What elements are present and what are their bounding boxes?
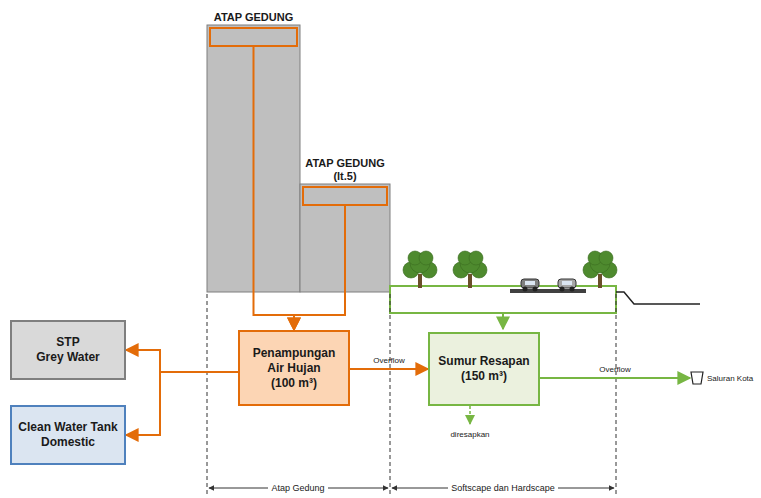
city-drain: Saluran Kota [690,370,753,386]
road [510,289,586,293]
node-title: ATAP GEDUNG [208,11,300,25]
infiltration-label: diresapkan [450,430,489,439]
flow-connector [126,350,238,372]
node-title: STP [56,335,79,350]
node-title: ATAP GEDUNG (lt.5) [299,157,391,185]
roof-collector: ATAP GEDUNG (lt.5) [302,186,388,206]
infiltration-well: Sumur Resapan(150 m³) [428,332,540,406]
edge-label: Overflow [599,365,631,374]
dimension-guides [207,294,616,494]
node-title: Penampungan Air Hujan [246,346,342,376]
stp-tank: STPGrey Water [10,320,126,380]
clean-water-tank: Clean Water Tank Domestic [10,405,126,465]
infiltration-arrow [469,406,471,424]
car [558,279,576,292]
ground-area [390,286,616,313]
dimension-label: Softscape dan Hardscape [448,483,558,493]
flow-connector [254,47,295,330]
tree [403,251,437,288]
ground-slope [616,292,700,304]
node-detail: (100 m³) [271,376,317,391]
dimension-label: Atap Gedung [268,483,327,493]
ground-drain-line [502,313,504,329]
node-detail: (150 m³) [461,369,507,384]
tree [583,251,617,288]
roof-collector: ATAP GEDUNG [209,27,298,47]
node-title: Saluran Kota [707,374,753,383]
flow-connector [540,377,690,379]
flow-connector [294,206,345,330]
node-title: Sumur Resapan [438,354,529,369]
tree [453,251,487,288]
rainwater-tank: Penampungan Air Hujan(100 m³) [238,330,350,406]
flow-connector [350,368,428,370]
drain-symbol [690,370,704,386]
car [521,279,539,292]
flow-connector [126,372,238,435]
node-title: Clean Water Tank Domestic [18,420,118,450]
node-detail: Grey Water [36,350,100,365]
edge-label: Overflow [373,356,405,365]
